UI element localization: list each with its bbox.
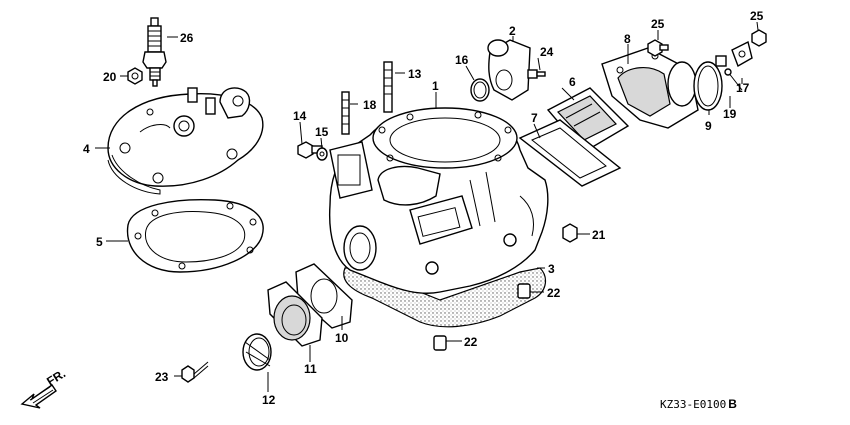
callout-26: 26 — [180, 31, 194, 45]
callout-25a: 25 — [651, 17, 665, 31]
front-direction-arrow — [20, 384, 57, 409]
cap-22a — [517, 283, 531, 299]
callout-2: 2 — [509, 24, 516, 38]
callout-23: 23 — [155, 370, 169, 384]
screw-19 — [724, 68, 743, 91]
water-elbow — [487, 39, 531, 101]
stud-bolt-13 — [383, 61, 393, 113]
callout-10: 10 — [335, 331, 349, 345]
callout-20: 20 — [103, 70, 117, 84]
callout-21: 21 — [592, 228, 606, 242]
callout-18: 18 — [363, 98, 377, 112]
callout-11: 11 — [304, 362, 317, 376]
callout-13: 13 — [408, 67, 422, 81]
callout-9: 9 — [705, 119, 712, 133]
bolt-14 — [297, 141, 323, 159]
diagram-code-main: KZ33-E0100 — [660, 398, 726, 411]
callout-19: 19 — [723, 107, 737, 121]
callout-16: 16 — [455, 53, 469, 67]
nut — [127, 67, 143, 85]
clamp-17 — [731, 40, 753, 68]
front-direction-label: FR. — [44, 366, 68, 388]
callout-3: 3 — [548, 262, 555, 276]
hose-band — [693, 55, 727, 111]
bolt-23 — [181, 361, 209, 383]
callout-5: 5 — [96, 235, 103, 249]
diagram-code-suffix: B — [728, 397, 737, 411]
reed-gasket — [518, 119, 622, 187]
callout-8: 8 — [624, 32, 631, 46]
leader-lines — [95, 21, 759, 392]
exhaust-spring — [242, 333, 272, 371]
callout-14: 14 — [293, 109, 307, 123]
o-ring — [470, 78, 490, 102]
spark-plug — [142, 17, 167, 87]
bolt-24 — [527, 69, 546, 79]
callout-7: 7 — [531, 111, 538, 125]
callout-25b: 25 — [750, 9, 764, 23]
cylinder — [328, 107, 549, 328]
cylinder-head — [107, 87, 264, 195]
bolt-25b — [751, 29, 767, 47]
washer-15 — [316, 147, 328, 161]
callout-22b: 22 — [464, 335, 478, 349]
callout-4: 4 — [83, 142, 90, 156]
cap-22b — [433, 335, 447, 351]
callout-17: 17 — [736, 81, 750, 95]
exhaust-joint — [267, 281, 323, 347]
callout-12: 12 — [262, 393, 276, 407]
cap-21 — [562, 223, 578, 243]
callout-22a: 22 — [547, 286, 561, 300]
head-gasket — [126, 198, 264, 273]
callout-24: 24 — [540, 45, 554, 59]
bolt-25a — [647, 39, 669, 57]
callout-6: 6 — [569, 75, 576, 89]
callout-15: 15 — [315, 125, 329, 139]
callout-1: 1 — [432, 79, 439, 93]
stud-bolt-18 — [341, 91, 350, 135]
